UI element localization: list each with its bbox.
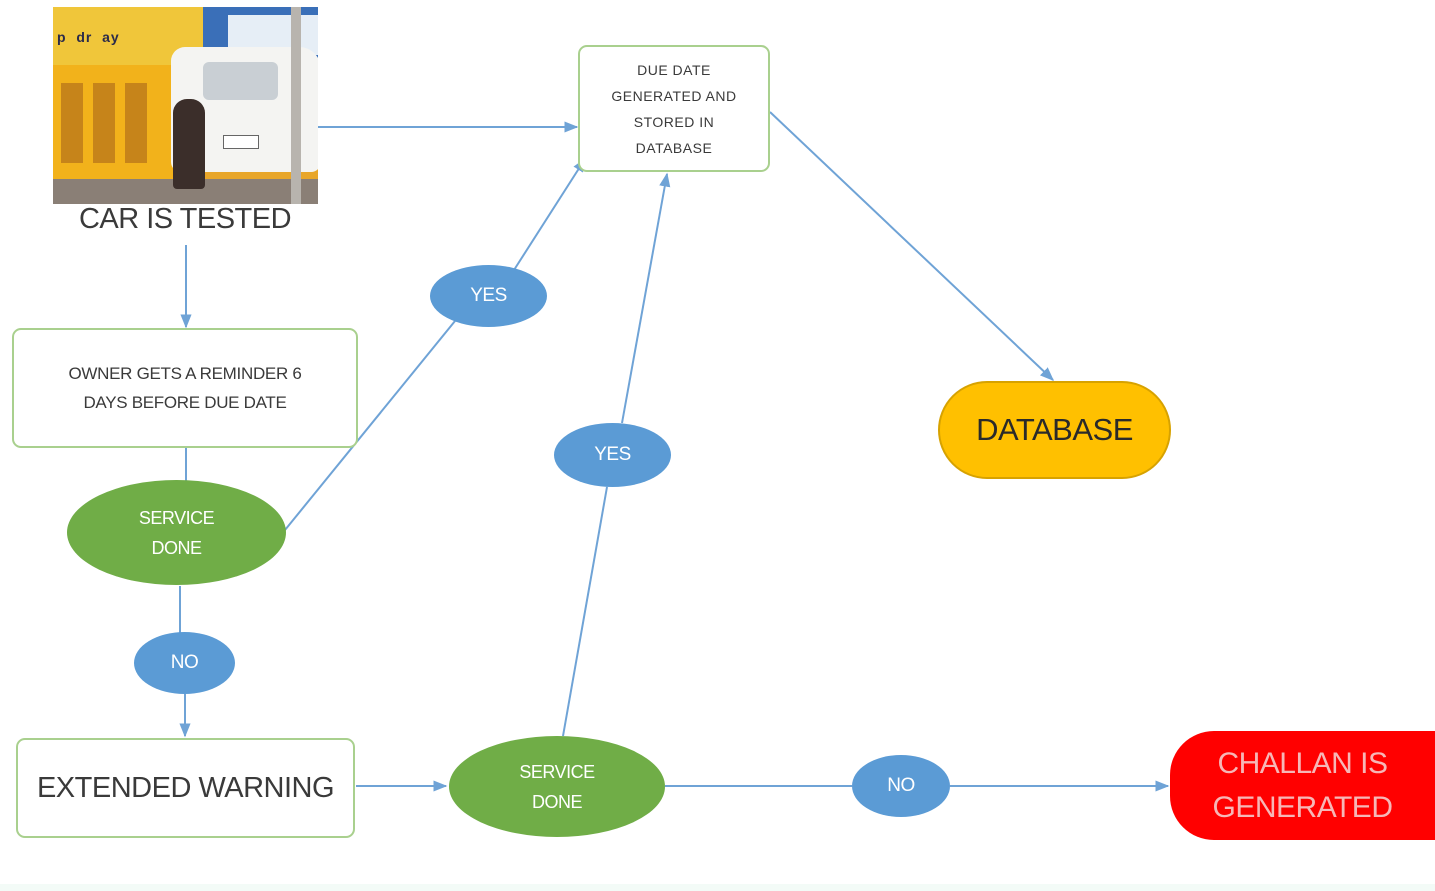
yes-label-1: YES xyxy=(430,265,547,327)
yes-label-2: YES xyxy=(554,423,671,487)
car-testing-photo: p dr ay xyxy=(53,7,318,204)
connector-service-to-yes xyxy=(284,320,456,531)
due-date-text: DUE DATE GENERATED AND STORED IN DATABAS… xyxy=(611,61,737,156)
connector-service-to-yes-2 xyxy=(562,486,608,737)
extended-warning-box: EXTENDED WARNING xyxy=(16,738,355,838)
no-label-1: NO xyxy=(134,632,235,694)
yes-text-1: YES xyxy=(470,285,507,306)
reminder-text: OWNER GETS A REMINDER 6 DAYS BEFORE DUE … xyxy=(68,364,302,412)
database-text: DATABASE xyxy=(976,412,1133,447)
no-label-2: NO xyxy=(852,755,950,817)
service-done-decision-2: SERVICE DONE xyxy=(449,736,665,837)
bottom-edge-band xyxy=(0,884,1435,891)
service-done-text-1: SERVICE DONE xyxy=(138,507,215,558)
database-node: DATABASE xyxy=(938,381,1171,479)
challan-text: CHALLAN IS GENERATED xyxy=(1212,746,1393,824)
arrow-due-date-to-database xyxy=(769,111,1055,381)
service-done-decision-1: SERVICE DONE xyxy=(67,480,286,585)
extended-warning-text: EXTENDED WARNING xyxy=(36,771,335,804)
service-done-text-2: SERVICE DONE xyxy=(519,761,595,812)
arrow-yes-2-to-due-date xyxy=(621,172,671,424)
challan-generated-node: CHALLAN IS GENERATED xyxy=(1170,731,1435,840)
reminder-box: OWNER GETS A REMINDER 6 DAYS BEFORE DUE … xyxy=(12,328,358,448)
yes-text-2: YES xyxy=(594,444,631,465)
car-is-tested-label: CAR IS TESTED xyxy=(78,203,292,235)
arrow-yes-to-due-date xyxy=(513,157,586,271)
no-text-1: NO xyxy=(170,652,199,673)
due-date-box: DUE DATE GENERATED AND STORED IN DATABAS… xyxy=(578,45,770,172)
no-text-2: NO xyxy=(887,775,915,796)
